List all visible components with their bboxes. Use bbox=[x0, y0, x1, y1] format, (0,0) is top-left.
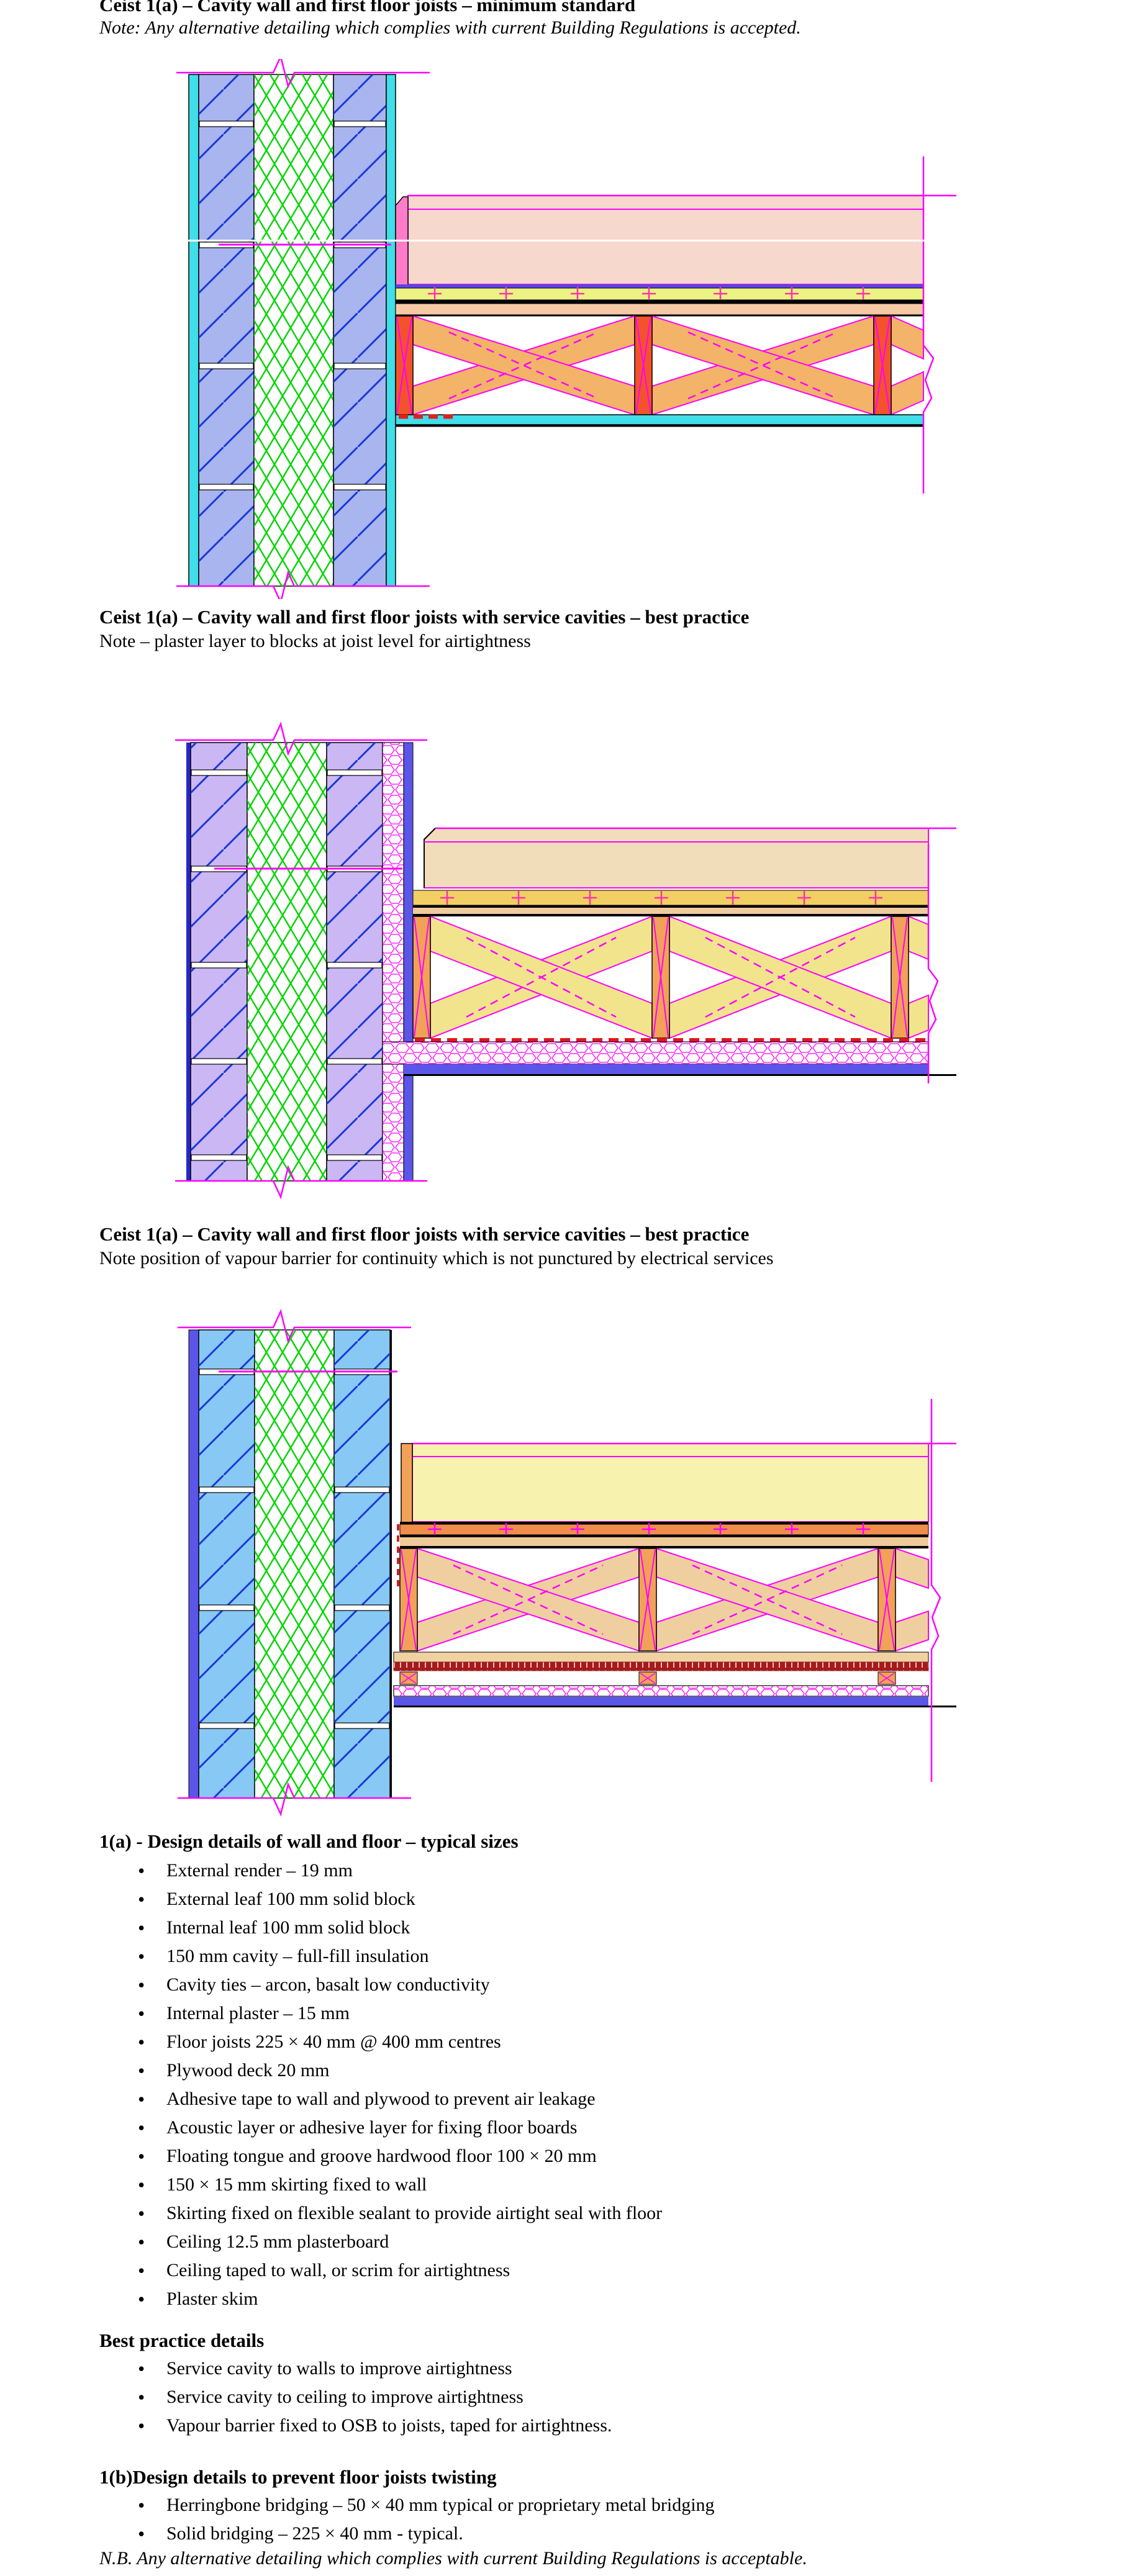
cavity-wall-1 bbox=[176, 59, 430, 599]
list-item: 150 × 15 mm skirting fixed to wall bbox=[137, 2171, 1068, 2199]
acoustic-fixing-marks bbox=[428, 1523, 870, 1535]
internal-plaster bbox=[386, 74, 396, 587]
vapour-barrier bbox=[393, 1661, 929, 1671]
adhesive-tape bbox=[396, 284, 923, 288]
best-practice-heading: Best practice details bbox=[99, 2330, 265, 2351]
section-1-heading: Ceist 1(a) – Cavity wall and first floor… bbox=[99, 0, 636, 16]
design-details-heading: 1(a) - Design details of wall and floor … bbox=[99, 1830, 519, 1852]
list-item: Plaster skim bbox=[137, 2285, 1068, 2313]
floor-break-line bbox=[922, 156, 935, 494]
section-1-note: Note: Any alternative detailing which co… bbox=[99, 17, 801, 38]
floor-assembly-2 bbox=[382, 827, 956, 1083]
wall-break-top bbox=[176, 59, 430, 89]
list-item: Service cavity to ceiling to improve air… bbox=[137, 2383, 1068, 2411]
floor-joists-1 bbox=[395, 315, 892, 415]
wall-break-top bbox=[175, 721, 427, 756]
list-item: Internal leaf 100 mm solid block bbox=[137, 1914, 1068, 1942]
list-item: Adhesive tape to wall and plywood to pre… bbox=[137, 2085, 1068, 2113]
list-item: Solid bridging – 225 × 40 mm - typical. bbox=[137, 2520, 1068, 2548]
list-item: 150 mm cavity – full-fill insulation bbox=[137, 1942, 1068, 1971]
floor-joists-2 bbox=[412, 916, 909, 1039]
list-item: Floating tongue and groove hardwood floo… bbox=[137, 2142, 1068, 2171]
floating-floor bbox=[412, 1443, 929, 1522]
ceiling-plasterboard bbox=[394, 1697, 928, 1706]
ceiling-battens bbox=[399, 1671, 896, 1685]
cavity-wall-3 bbox=[178, 1309, 411, 1817]
plywood-deck bbox=[395, 303, 924, 315]
osb-layer bbox=[393, 1652, 929, 1663]
design-details-list: External render – 19 mm External leaf 10… bbox=[137, 1856, 1068, 2313]
ceiling-plasterboard bbox=[404, 1064, 928, 1074]
internal-face-line bbox=[390, 1330, 392, 1798]
section-2-note: Note – plaster layer to blocks at joist … bbox=[99, 631, 531, 651]
herringbone-bridging-1 bbox=[412, 315, 924, 416]
ceiling-plasterboard bbox=[395, 414, 924, 425]
list-item: Ceiling 12.5 mm plasterboard bbox=[137, 2228, 1068, 2256]
acoustic-fixing-marks bbox=[428, 287, 870, 301]
acoustic-layer bbox=[412, 890, 929, 906]
page-seam bbox=[0, 240, 1129, 242]
floor-assembly-1 bbox=[395, 156, 956, 494]
acoustic-layer bbox=[395, 287, 924, 301]
wall-break-bottom bbox=[175, 1165, 427, 1200]
acoustic-layer bbox=[399, 1524, 929, 1535]
plywood-deck bbox=[400, 1537, 928, 1546]
edge-trimmer bbox=[401, 1443, 413, 1535]
acoustic-fixing-marks bbox=[440, 891, 882, 905]
diagram-vapour-barrier bbox=[178, 1309, 956, 1817]
external-render bbox=[188, 1329, 199, 1799]
section-3-note: Note position of vapour barrier for cont… bbox=[99, 1248, 774, 1268]
section-3-heading: Ceist 1(a) – Cavity wall and first floor… bbox=[99, 1223, 750, 1245]
list-item: Acoustic layer or adhesive layer for fix… bbox=[137, 2113, 1068, 2142]
design-1b-heading: 1(b)Design details to prevent floor jois… bbox=[99, 2466, 497, 2488]
design-1b-list: Herringbone bridging – 50 × 40 mm typica… bbox=[137, 2491, 1068, 2548]
external-face-line bbox=[186, 743, 191, 1181]
list-item: Cavity ties – arcon, basalt low conducti… bbox=[137, 1971, 1068, 1999]
list-item: Ceiling taped to wall, or scrim for airt… bbox=[137, 2256, 1068, 2285]
herringbone-bridging-3 bbox=[417, 1547, 929, 1652]
diagram-service-cavities-1 bbox=[175, 721, 956, 1200]
list-item: Herringbone bridging – 50 × 40 mm typica… bbox=[137, 2491, 1068, 2520]
cavity-wall-2 bbox=[175, 721, 427, 1200]
footnote: N.B. Any alternative detailing which com… bbox=[99, 2548, 807, 2569]
list-item: External leaf 100 mm solid block bbox=[137, 1885, 1068, 1914]
floor-assembly-3 bbox=[393, 1399, 956, 1782]
list-item: Skirting fixed on flexible sealant to pr… bbox=[137, 2199, 1068, 2228]
list-item: Plywood deck 20 mm bbox=[137, 2056, 1068, 2085]
plywood-deck bbox=[413, 908, 928, 914]
section-2-heading: Ceist 1(a) – Cavity wall and first floor… bbox=[99, 606, 750, 628]
floor-joists-3 bbox=[399, 1548, 896, 1652]
wall-break-top bbox=[178, 1309, 411, 1344]
floating-floor bbox=[424, 828, 929, 888]
list-item: Internal plaster – 15 mm bbox=[137, 1999, 1068, 2028]
list-item: Floor joists 225 × 40 mm @ 400 mm centre… bbox=[137, 2028, 1068, 2056]
herringbone-bridging-2 bbox=[430, 915, 929, 1039]
external-render bbox=[188, 74, 199, 587]
wall-break-bottom bbox=[178, 1782, 411, 1817]
skirting bbox=[395, 196, 409, 287]
list-item: Service cavity to walls to improve airti… bbox=[137, 2354, 1068, 2383]
floor-break-line bbox=[927, 844, 939, 1083]
floor-break-line bbox=[930, 1399, 941, 1782]
list-item: Vapour barrier fixed to OSB to joists, t… bbox=[137, 2411, 1068, 2440]
wall-plasterboard bbox=[403, 742, 414, 1182]
list-item: External render – 19 mm bbox=[137, 1856, 1068, 1885]
diagram-minimum-standard bbox=[0, 59, 1129, 599]
wall-break-bottom bbox=[176, 570, 430, 599]
best-practice-list: Service cavity to walls to improve airti… bbox=[137, 2354, 1068, 2440]
